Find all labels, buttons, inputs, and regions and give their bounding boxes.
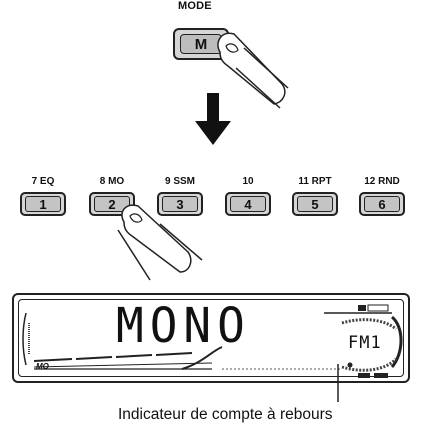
preset-label-10: 10: [242, 176, 254, 187]
preset-label-9ssm: 9 SSM: [164, 176, 195, 187]
preset-button-5-number: 5: [297, 196, 333, 212]
mo-indicator: MO: [36, 362, 49, 371]
band-indicator: FM1: [348, 333, 382, 353]
mode-label: MODE: [178, 0, 212, 12]
preset-button-5[interactable]: 5: [292, 192, 338, 216]
pointer-line: [337, 364, 339, 402]
preset-label-8mo: 8 MO: [99, 176, 125, 187]
preset-button-6-number: 6: [364, 196, 400, 212]
preset-button-2[interactable]: 2: [89, 192, 135, 216]
preset-button-2-number: 2: [94, 196, 130, 212]
preset-label-12rnd: 12 RND: [364, 176, 400, 187]
display-decoration: [22, 304, 403, 378]
pressing-finger-icon: [217, 32, 289, 109]
lcd-main-text: MONO: [116, 296, 251, 354]
pressing-finger-icon: [117, 204, 203, 281]
preset-button-1[interactable]: 1: [20, 192, 66, 216]
preset-label-7eq: 7 EQ: [31, 176, 55, 187]
preset-button-3-number: 3: [162, 196, 198, 212]
preset-button-3[interactable]: 3: [157, 192, 203, 216]
preset-button-4-number: 4: [230, 196, 266, 212]
countdown-indicator-caption: Indicateur de compte à rebours: [118, 406, 333, 423]
preset-button-4[interactable]: 4: [225, 192, 271, 216]
preset-button-6[interactable]: 6: [359, 192, 405, 216]
mode-button-label: M: [180, 34, 222, 54]
down-arrow-icon: [195, 93, 231, 145]
preset-button-1-number: 1: [25, 196, 61, 212]
preset-label-11rpt: 11 RPT: [298, 176, 332, 187]
lcd-display-frame: [18, 299, 404, 377]
